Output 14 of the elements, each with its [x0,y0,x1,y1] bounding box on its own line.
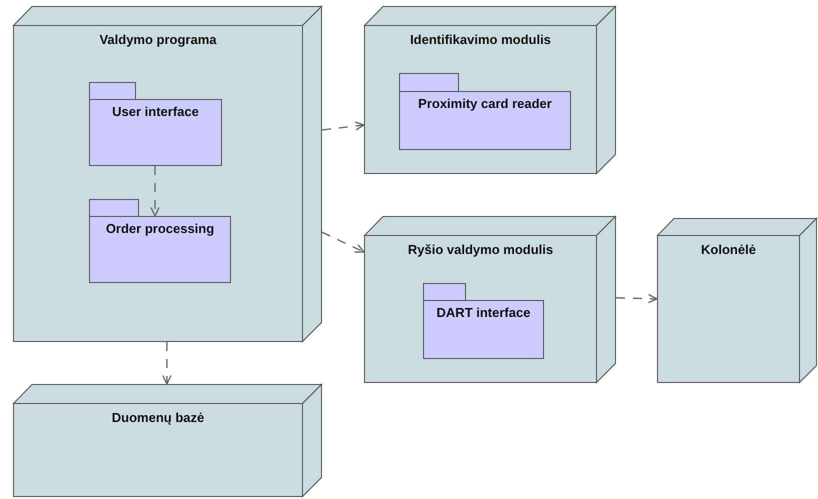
dependency-arrow [616,294,658,304]
node-title: Ryšio valdymo modulis [406,242,554,257]
package-name: Proximity card reader [417,96,553,111]
dependency-arrow [150,166,160,217]
dependency-arrow [162,342,172,385]
node-title: Duomenų bazė [110,410,206,425]
dependency-arrow [322,232,365,253]
package-name: User interface [111,104,200,119]
dependency-arrow [322,121,365,131]
package-name: DART interface [436,305,532,320]
node-title: Kolonėlė [700,242,757,257]
node-title: Valdymo programa [98,32,218,47]
node-title: Identifikavimo modulis [409,32,552,47]
package-name: Order processing [104,221,216,236]
